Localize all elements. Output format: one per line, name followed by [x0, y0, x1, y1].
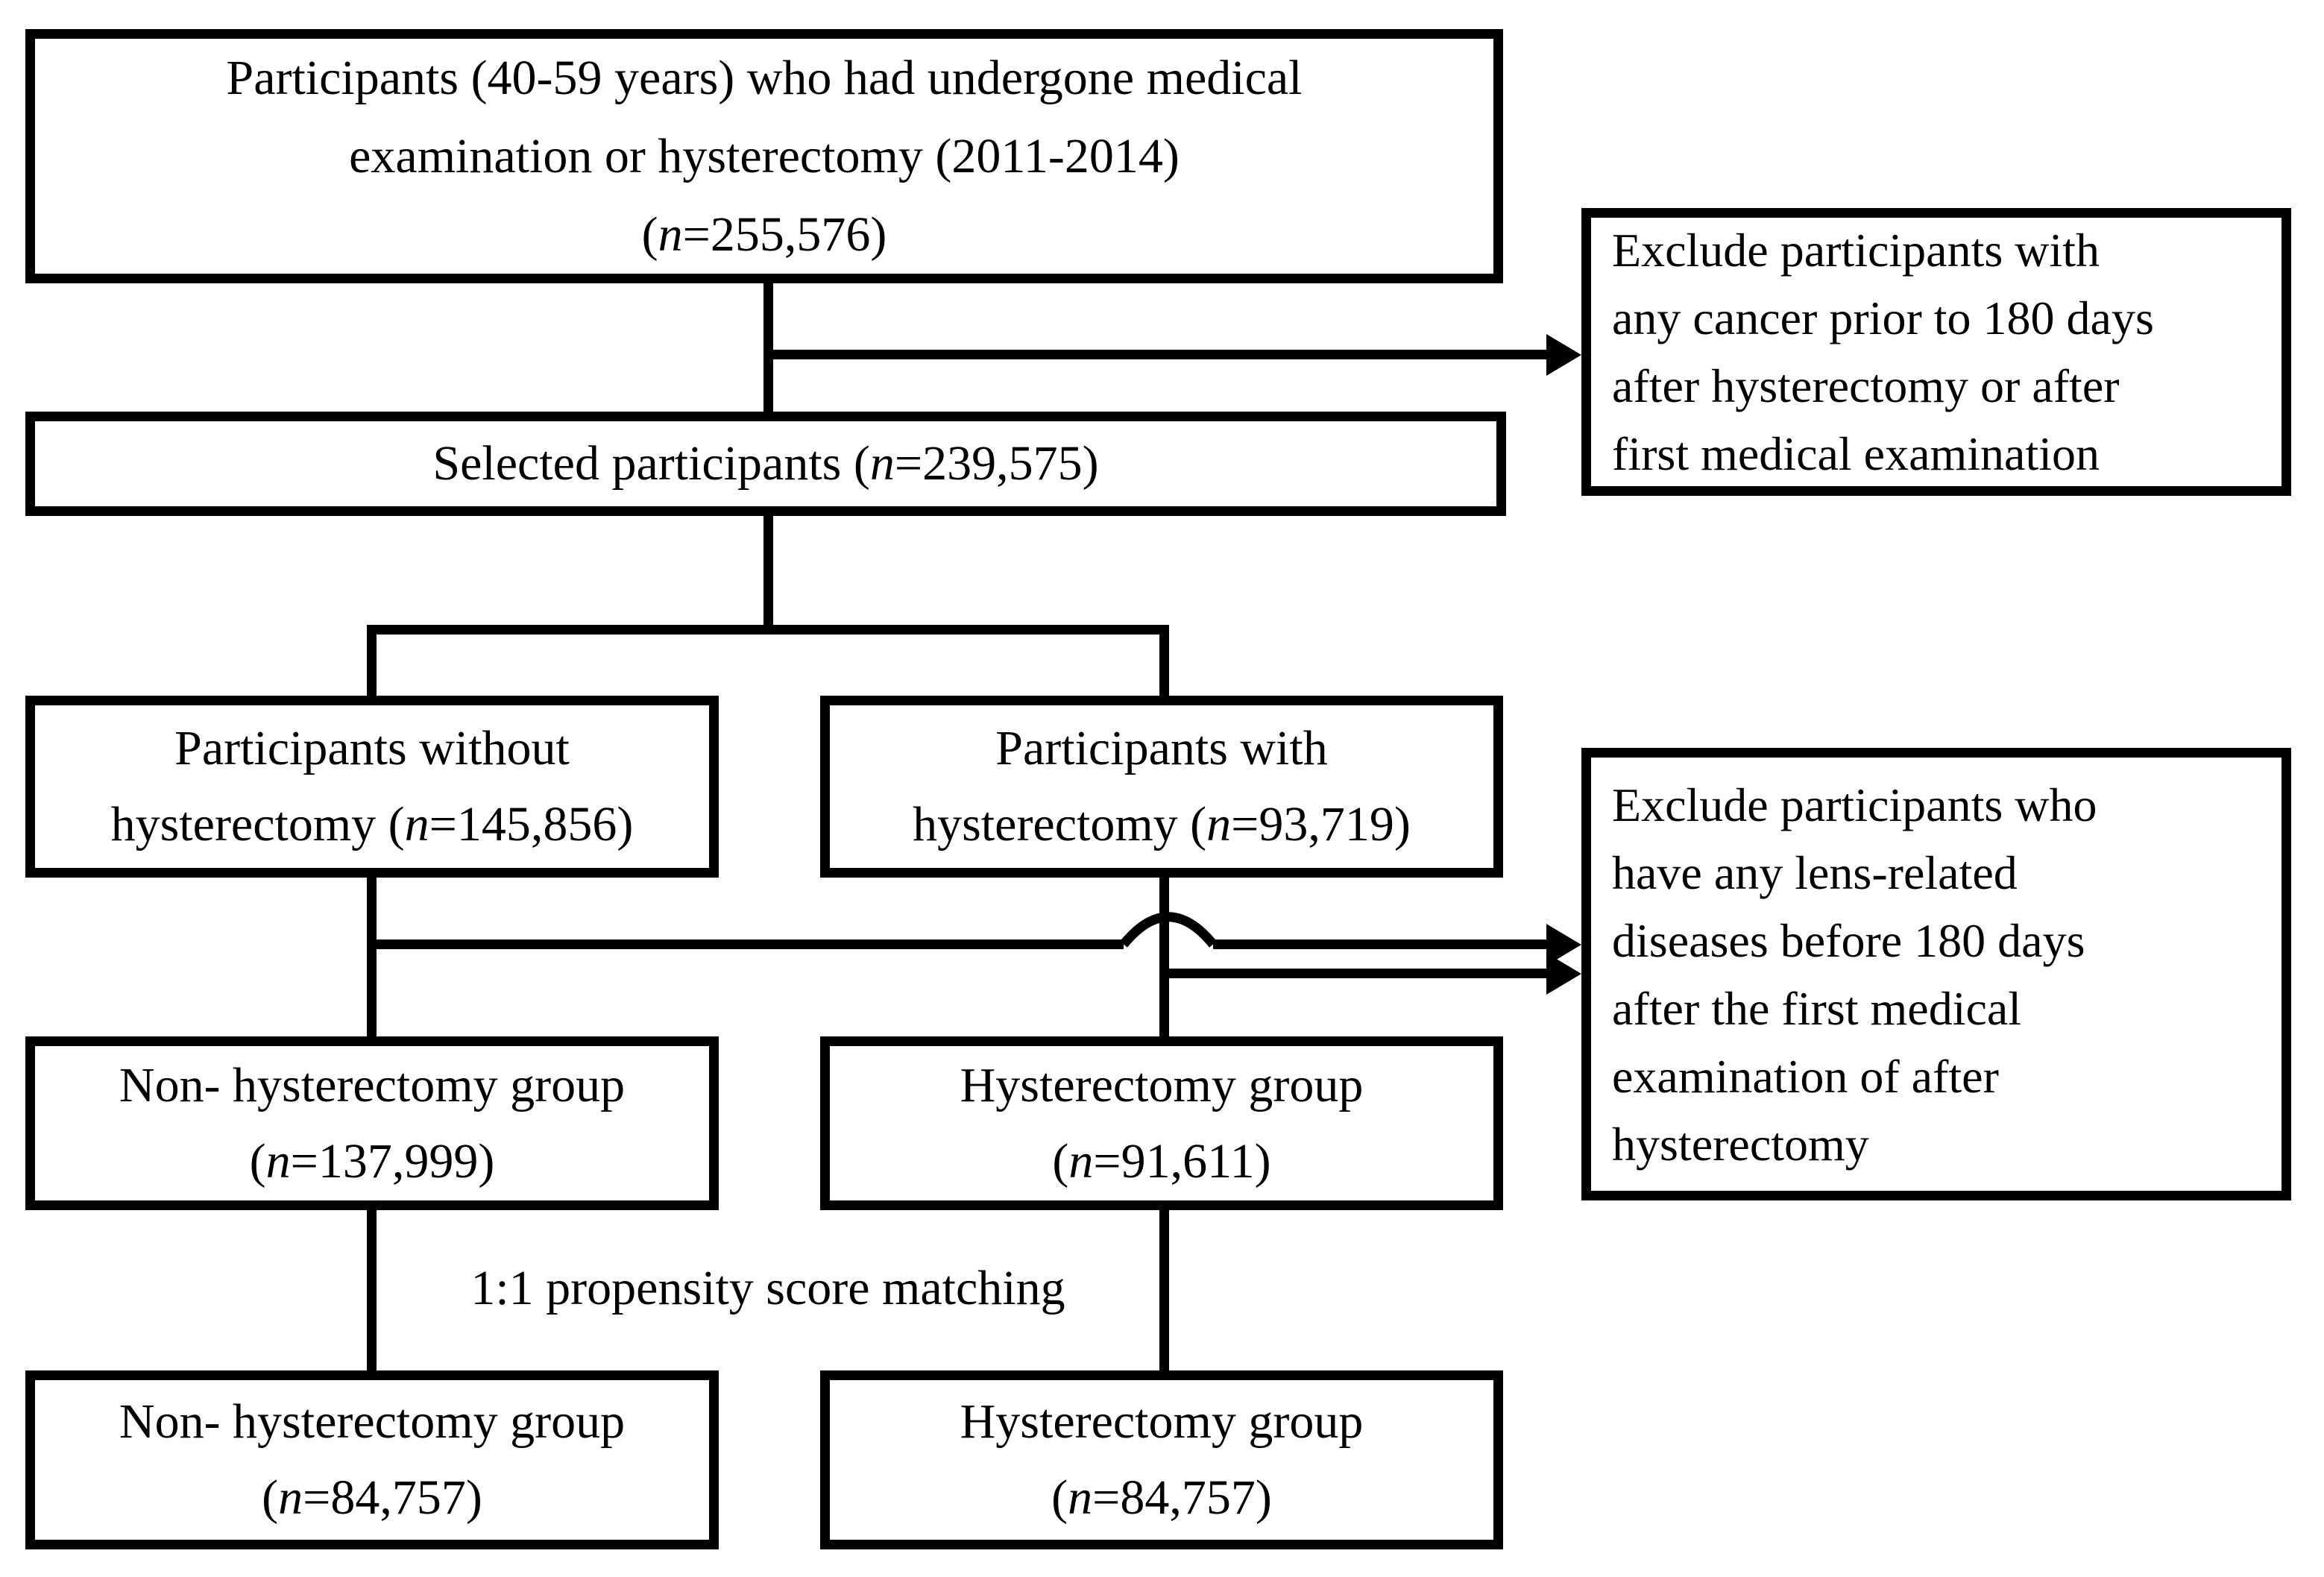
box-participants-initial: Participants (40-59 years) who had under…	[25, 29, 1503, 283]
connector-hyst-to-matched	[1159, 1210, 1169, 1370]
connector-nonhyst-to-matched	[367, 1210, 377, 1370]
branch-left-drop	[367, 625, 377, 696]
box-non-hysterectomy-group-matched-text: Non- hysterectomy group(n=84,757)	[119, 1394, 626, 1525]
branch-right-drop	[1159, 625, 1169, 696]
branch-horizontal-bar	[367, 625, 1169, 635]
box-selected-participants: Selected participants (n=239,575)	[25, 412, 1506, 516]
exclude-lens-line-upper-right	[1213, 939, 1548, 949]
arrowhead-exclude-lens-lower	[1546, 953, 1581, 995]
box-hysterectomy-group-text: Hysterectomy group(n=91,611)	[960, 1057, 1364, 1189]
box-participants-initial-text: Participants (40-59 years) who had under…	[226, 51, 1303, 262]
arrowhead-exclude-cancer	[1546, 334, 1581, 376]
connector-initial-to-selected	[763, 283, 773, 412]
box-hysterectomy-group-matched: Hysterectomy group(n=84,757)	[820, 1370, 1503, 1549]
exclude-lens-line-lower	[1164, 969, 1548, 978]
crossover-arc	[1119, 912, 1218, 948]
box-selected-participants-text: Selected participants (n=239,575)	[432, 436, 1099, 491]
exclude-lens-line-upper-left	[371, 939, 1124, 949]
box-non-hysterectomy-group-matched: Non- hysterectomy group(n=84,757)	[25, 1370, 719, 1549]
box-hysterectomy-group: Hysterectomy group(n=91,611)	[820, 1036, 1503, 1210]
box-non-hysterectomy-group-text: Non- hysterectomy group(n=137,999)	[119, 1057, 626, 1189]
connector-selected-to-branch	[763, 516, 773, 635]
connector-to-exclude-cancer	[768, 350, 1548, 359]
box-non-hysterectomy-group: Non- hysterectomy group(n=137,999)	[25, 1036, 719, 1210]
connector-without-to-group	[367, 878, 377, 1036]
box-hysterectomy-group-matched-text: Hysterectomy group(n=84,757)	[960, 1394, 1364, 1525]
propensity-matching-label: 1:1 propensity score matching	[470, 1261, 1065, 1315]
